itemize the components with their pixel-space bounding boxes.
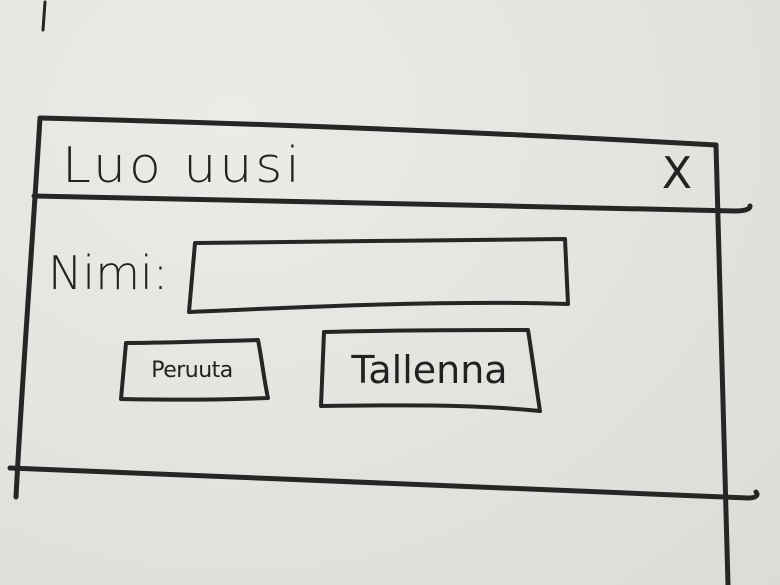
window-frame-top — [37, 115, 719, 148]
window-frame-bottom — [7, 465, 760, 501]
window-frame-right — [713, 142, 731, 585]
cancel-button[interactable]: Peruuta — [122, 342, 262, 398]
close-button[interactable]: X — [661, 148, 693, 199]
cancel-button-outline — [119, 338, 270, 402]
save-button-outline — [319, 328, 542, 413]
window-frame-left — [13, 115, 43, 500]
name-label: Nimi: — [48, 246, 169, 300]
name-input[interactable] — [193, 241, 567, 305]
save-button[interactable]: Tallenna — [322, 332, 537, 408]
stray-pen-mark — [41, 0, 47, 32]
title-bar-divider — [31, 193, 753, 214]
dialog-title: Luo uusi — [62, 137, 303, 195]
